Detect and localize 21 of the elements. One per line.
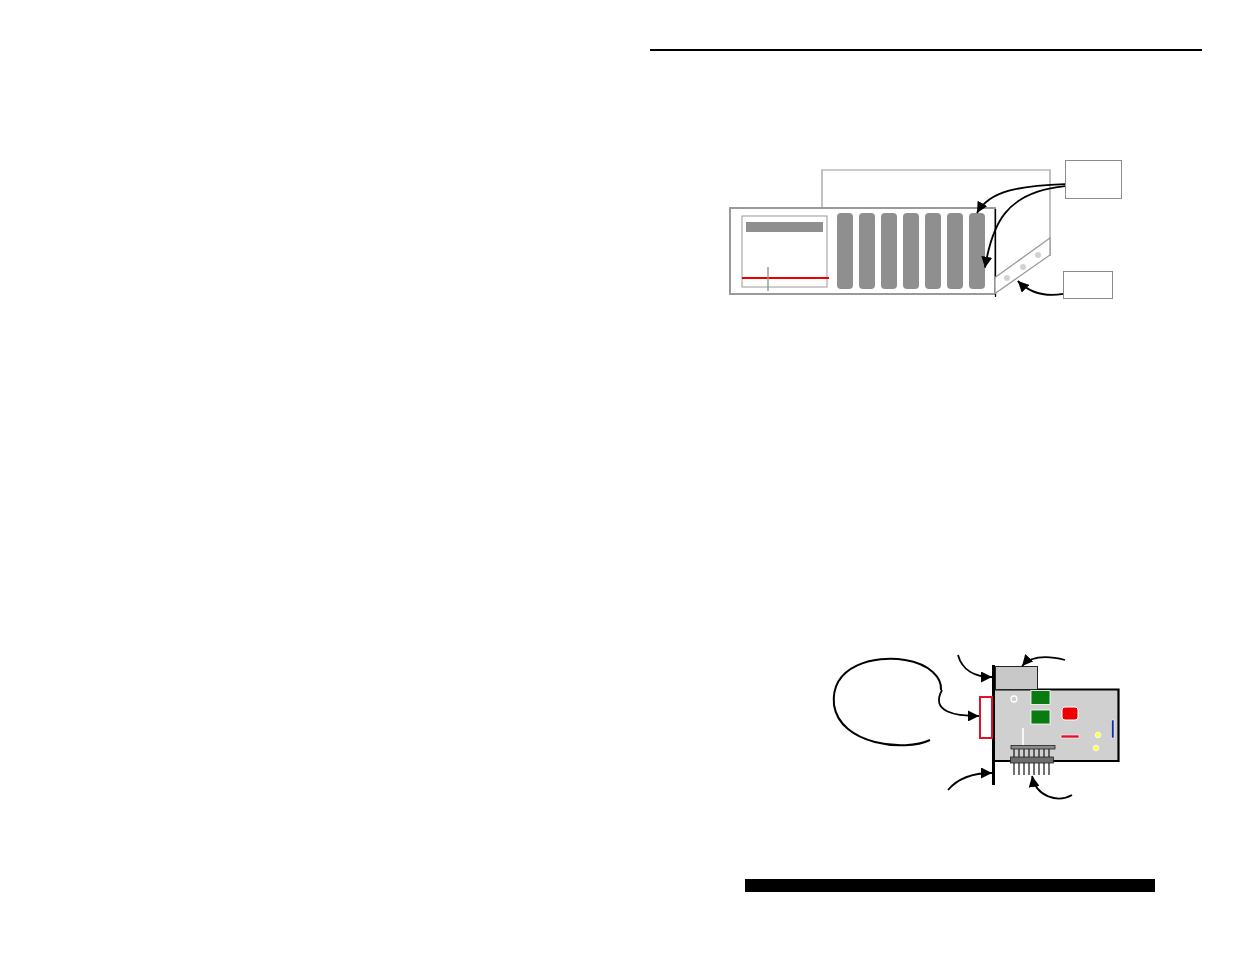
card-slot (969, 213, 985, 289)
card-slot (837, 213, 853, 289)
card-slot (903, 213, 919, 289)
arrow (1016, 280, 1064, 296)
bracket-tab (995, 666, 1038, 690)
port-connector (979, 696, 993, 739)
card-slot (859, 213, 875, 289)
arrow (1029, 775, 1073, 800)
arrow (938, 689, 980, 722)
mounting-bracket (994, 236, 1052, 296)
arrow (957, 654, 993, 683)
edge-connector-pins (1010, 745, 1056, 776)
card-slot (925, 213, 941, 289)
arrow (947, 767, 993, 791)
callout-box (1065, 160, 1122, 199)
callout-box (1063, 271, 1113, 299)
arrow (976, 183, 1066, 214)
card-slot (947, 213, 963, 289)
card-slot (881, 213, 897, 289)
arrow (981, 185, 1066, 269)
arrow (1021, 654, 1066, 667)
